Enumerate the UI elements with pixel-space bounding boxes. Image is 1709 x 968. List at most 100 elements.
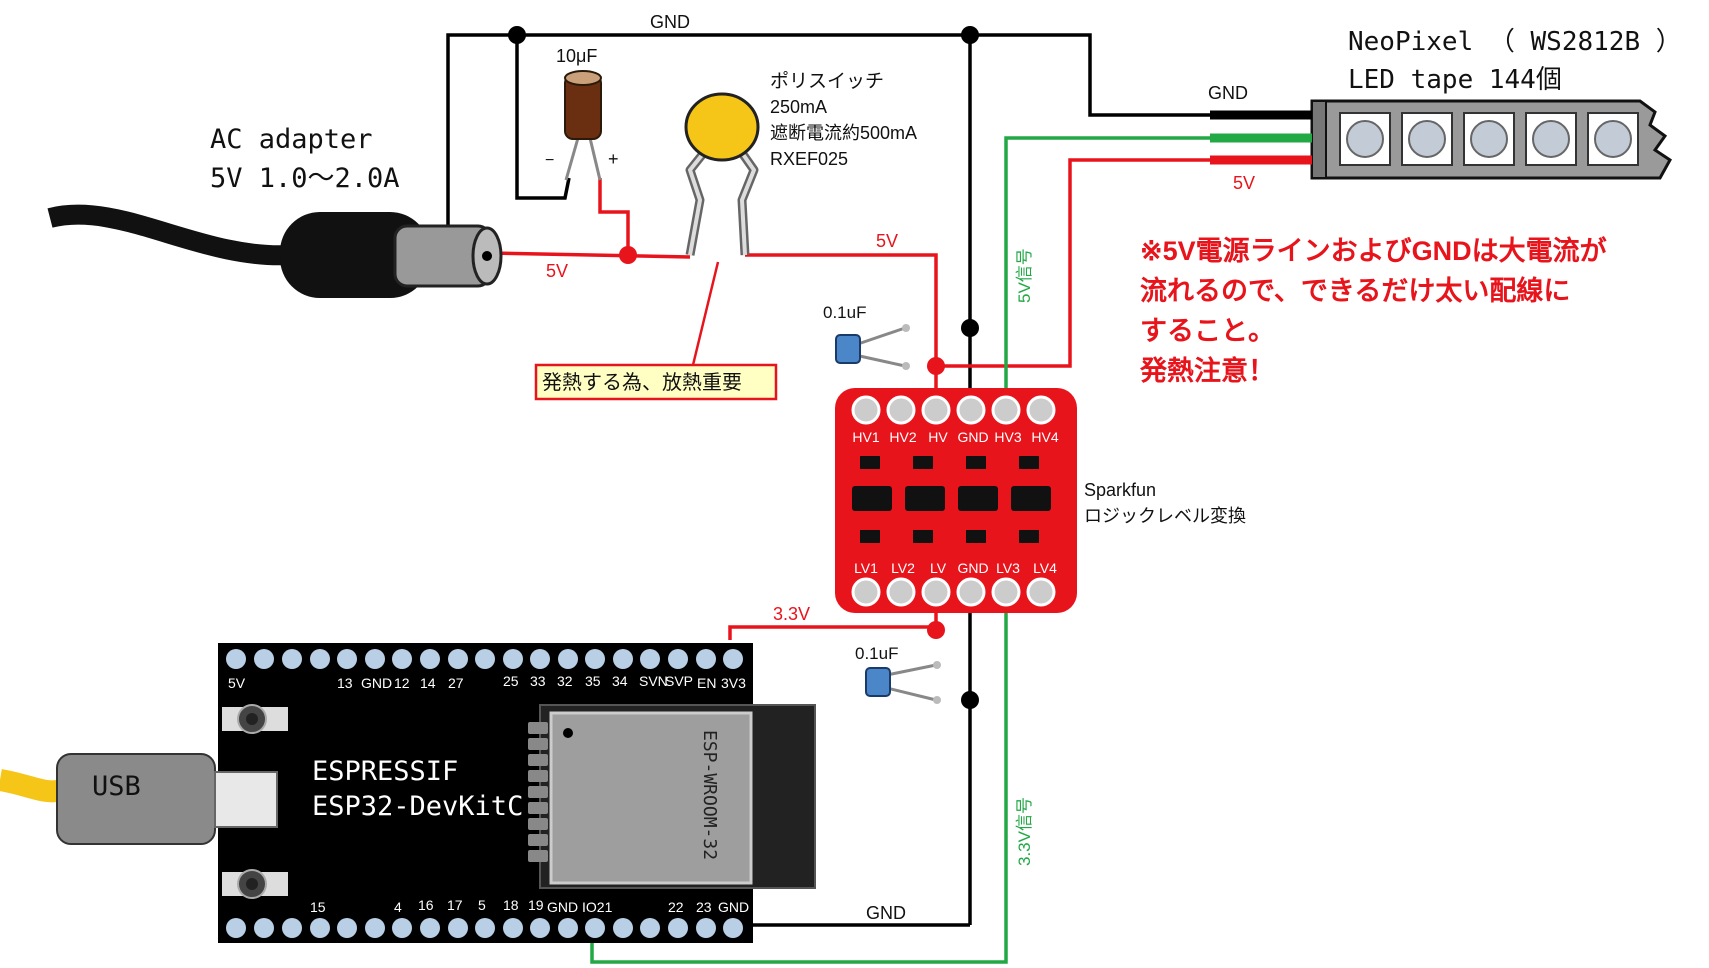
esp32-pin-label: 15	[310, 899, 326, 915]
junction-dot	[927, 621, 945, 639]
esp32-pin-label: 25	[503, 673, 519, 689]
esp32-pin-label: 19	[528, 897, 544, 913]
level-shifter-pin-label: HV2	[889, 429, 916, 445]
usb-label: USB	[92, 771, 141, 802]
module-dot	[563, 728, 573, 738]
level-shifter-bottom-pins	[851, 577, 1056, 607]
gnd-wire-cap	[515, 35, 571, 200]
esp32-pin-label: 16	[418, 897, 434, 913]
esp32-pin-label: 18	[503, 897, 519, 913]
esp32-pin-label: 17	[447, 897, 463, 913]
esp32-pin-label: GND	[718, 899, 749, 915]
level-shifter-pin-label: HV4	[1031, 429, 1058, 445]
board-buttons	[222, 704, 288, 899]
wires	[446, 33, 1210, 964]
esp32-pin-label: EN	[697, 675, 716, 691]
junction-dot	[961, 691, 979, 709]
esp32-top-pins	[226, 649, 743, 669]
cap-hv-label: 0.1uF	[823, 303, 866, 322]
capacitor-electrolytic	[564, 70, 602, 181]
level-shifter-name-line2: ロジックレベル変換	[1084, 506, 1246, 526]
esp32-pin-label: 13	[337, 675, 353, 691]
ac-adapter-line2: 5V 1.0〜2.0A	[210, 163, 400, 194]
level-shifter-pin-label: LV4	[1033, 560, 1057, 576]
level-shifter-pin-label: LV3	[996, 560, 1020, 576]
note-line: 発熱注意！	[1139, 355, 1275, 386]
junction-dot	[508, 26, 526, 44]
capacitor-plus: +	[608, 149, 619, 169]
esp32-brand: ESPRESSIF	[312, 756, 458, 787]
polyswitch	[684, 92, 760, 256]
esp32-pin-label: 33	[530, 673, 546, 689]
junctions	[508, 26, 979, 709]
note-line: すること。	[1140, 316, 1275, 346]
label-5v-after-fuse: 5V	[876, 231, 898, 251]
label-gnd-top: GND	[650, 12, 690, 32]
esp32-bottom-pins	[226, 918, 743, 938]
v5-wire-cap	[598, 178, 630, 253]
level-shifter-pin-label: GND	[957, 429, 988, 445]
esp32-module-label: ESP-WROOM-32	[699, 730, 720, 860]
ceramic-cap-lv	[865, 661, 941, 704]
label-33v-signal: 3.3V信号	[1015, 797, 1034, 866]
esp32-pin-label: 23	[696, 899, 712, 915]
warning-box	[534, 363, 778, 401]
adapter-body	[280, 212, 430, 298]
warning-leader	[691, 261, 720, 366]
esp-module	[549, 711, 753, 885]
esp32-pin-label: 27	[448, 675, 464, 691]
esp32-pin-label: 22	[668, 899, 684, 915]
note-line: ※5V電源ラインおよびGNDは大電流が	[1140, 235, 1607, 266]
esp32-pin-label: SVP	[665, 673, 693, 689]
esp32-devkit	[0, 643, 816, 943]
adapter-cable	[47, 204, 291, 266]
level-shifter-pin-label: LV	[930, 560, 947, 576]
esp32-pin-label: 4	[394, 899, 402, 915]
module-pins	[528, 722, 548, 862]
signal-5v-wire	[1004, 136, 1210, 398]
capacitor-minus: −	[545, 152, 554, 169]
esp32-pin-label: IO21	[582, 899, 613, 915]
ac-adapter	[47, 204, 503, 298]
junction-dot	[961, 319, 979, 337]
usb-cable	[0, 769, 66, 803]
gnd-wire-top	[446, 33, 970, 232]
junction-dot	[619, 246, 637, 264]
gnd-wire-led	[970, 33, 1210, 117]
esp32-pin-label: GND	[361, 675, 392, 691]
label-gnd-bottom: GND	[866, 903, 906, 923]
level-shifter-board	[835, 388, 1077, 613]
warning-text: 発熱する為、放熱重要	[542, 371, 742, 394]
esp32-pin-label: 5	[478, 897, 486, 913]
level-shifter-pin-label: LV2	[891, 560, 915, 576]
cap-lv-label: 0.1uF	[855, 644, 898, 663]
level-shifter-pin-label: HV1	[852, 429, 879, 445]
led-pixels	[1339, 112, 1639, 166]
esp32-pin-label: 32	[557, 673, 573, 689]
neopixel-tape	[1310, 99, 1672, 180]
esp32-pin-label: 14	[420, 675, 436, 691]
level-shifter-pin-label: LV1	[854, 560, 878, 576]
esp32-pin-label: 12	[394, 675, 410, 691]
polyswitch-line1: ポリスイッチ	[770, 70, 884, 92]
junction-dot	[927, 357, 945, 375]
esp32-pin-label: SVN	[639, 673, 668, 689]
neopixel-line1: NeoPixel （ WS2812B ）	[1348, 27, 1682, 57]
capacitor-value: 10μF	[556, 46, 597, 66]
esp32-pin-label: 5V	[228, 675, 246, 691]
polyswitch-line3: 遮断電流約500mA	[770, 123, 917, 143]
level-shifter-pin-label: HV3	[994, 429, 1021, 445]
esp32-pin-label: 34	[612, 673, 628, 689]
esp32-model: ESP32-DevKitC	[312, 791, 523, 822]
esp32-pin-label: GND	[547, 899, 578, 915]
ac-adapter-line1: AC adapter	[210, 124, 373, 155]
v5-wire-led	[936, 158, 1210, 368]
level-shifter-pin-label: HV	[928, 429, 948, 445]
label-33v: 3.3V	[773, 604, 810, 624]
ceramic-cap-hv	[835, 324, 910, 370]
esp32-pin-label: 35	[585, 673, 601, 689]
level-shifter-components	[852, 456, 1051, 543]
level-shifter-pin-label: GND	[957, 560, 988, 576]
junction-dot	[961, 26, 979, 44]
signal-33v-wire	[590, 590, 1008, 964]
